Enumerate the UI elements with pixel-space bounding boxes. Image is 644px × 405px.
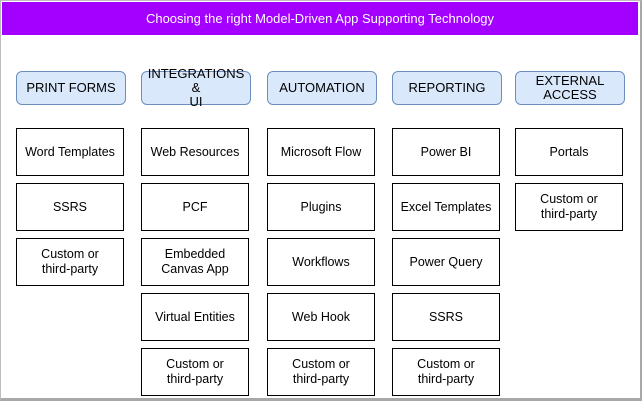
card-custom-third-party: Custom or third-party — [16, 238, 124, 286]
card-custom-third-party: Custom or third-party — [267, 348, 375, 396]
card-plugins: Plugins — [267, 183, 375, 231]
card-custom-third-party: Custom or third-party — [515, 183, 623, 231]
column-external-access: EXTERNAL ACCESS Portals Custom or third-… — [515, 71, 625, 231]
card-web-hook: Web Hook — [267, 293, 375, 341]
column-integrations-ui: INTEGRATIONS & UI Web Resources PCF Embe… — [141, 67, 251, 396]
column-header: INTEGRATIONS & UI — [141, 67, 251, 109]
card-embedded-canvas-app: Embedded Canvas App — [141, 238, 249, 286]
card-microsoft-flow: Microsoft Flow — [267, 128, 375, 176]
column-header: REPORTING — [392, 71, 502, 105]
card-ssrs: SSRS — [16, 183, 124, 231]
column-header: AUTOMATION — [267, 71, 377, 105]
column-header: EXTERNAL ACCESS — [515, 71, 625, 105]
card-ssrs: SSRS — [392, 293, 500, 341]
column-reporting: REPORTING Power BI Excel Templates Power… — [392, 71, 502, 396]
card-workflows: Workflows — [267, 238, 375, 286]
column-print-forms: PRINT FORMS Word Templates SSRS Custom o… — [16, 71, 126, 286]
card-power-query: Power Query — [392, 238, 500, 286]
diagram-title: Choosing the right Model-Driven App Supp… — [2, 2, 638, 35]
card-excel-templates: Excel Templates — [392, 183, 500, 231]
card-web-resources: Web Resources — [141, 128, 249, 176]
card-custom-third-party: Custom or third-party — [141, 348, 249, 396]
card-virtual-entities: Virtual Entities — [141, 293, 249, 341]
column-automation: AUTOMATION Microsoft Flow Plugins Workfl… — [267, 71, 377, 396]
column-header: PRINT FORMS — [16, 71, 126, 105]
card-portals: Portals — [515, 128, 623, 176]
card-custom-third-party: Custom or third-party — [392, 348, 500, 396]
card-power-bi: Power BI — [392, 128, 500, 176]
card-word-templates: Word Templates — [16, 128, 124, 176]
card-pcf: PCF — [141, 183, 249, 231]
